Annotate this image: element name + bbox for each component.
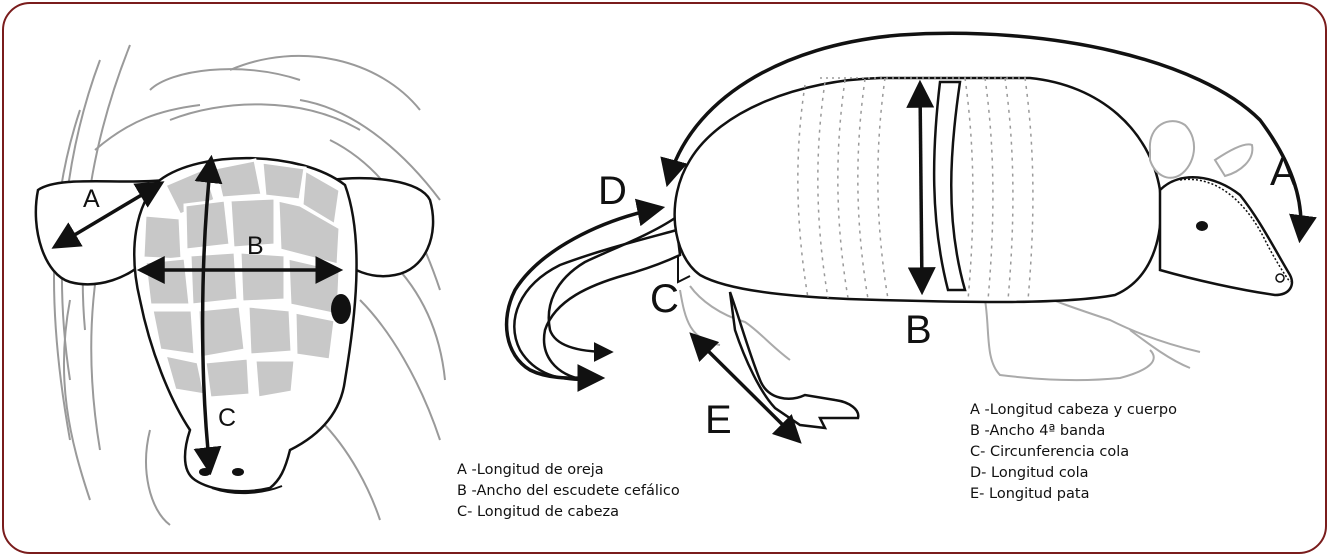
body-legend: A -Longitud cabeza y cuerpo B -Ancho 4ª … (970, 400, 1177, 505)
arrow-b-fourth-band-width (920, 85, 922, 290)
head-legend-item-a: A -Longitud de oreja (457, 460, 680, 481)
head-illustration: A B C (36, 45, 445, 525)
head-label-a: A (83, 185, 100, 213)
nostril-right (232, 468, 244, 476)
body-illustration: A B C D E (507, 33, 1301, 442)
body-label-a: A (1270, 150, 1297, 194)
body-eye (1196, 221, 1208, 231)
head-eye (331, 294, 351, 324)
carapace (675, 78, 1161, 302)
head-legend-item-c: C- Longitud de cabeza (457, 502, 680, 523)
head-label-c: C (218, 404, 236, 432)
head-legend: A -Longitud de oreja B -Ancho del escude… (457, 460, 680, 523)
body-nose (1276, 274, 1284, 282)
head-label-b: B (247, 232, 264, 260)
head-legend-item-b: B -Ancho del escudete cefálico (457, 481, 680, 502)
body-legend-item-c: C- Circunferencia cola (970, 442, 1177, 463)
body-legend-item-b: B -Ancho 4ª banda (970, 421, 1177, 442)
body-label-e: E (705, 398, 732, 442)
body-label-b: B (905, 308, 932, 352)
body-ear-front (1150, 121, 1194, 178)
body-legend-item-d: D- Longitud cola (970, 463, 1177, 484)
front-leg (730, 292, 858, 428)
body-head (1160, 177, 1292, 295)
body-label-d: D (598, 169, 627, 213)
body-label-c: C (650, 277, 679, 321)
body-ear-back (1215, 144, 1252, 176)
body-legend-item-a: A -Longitud cabeza y cuerpo (970, 400, 1177, 421)
body-legend-item-e: E- Longitud pata (970, 484, 1177, 505)
